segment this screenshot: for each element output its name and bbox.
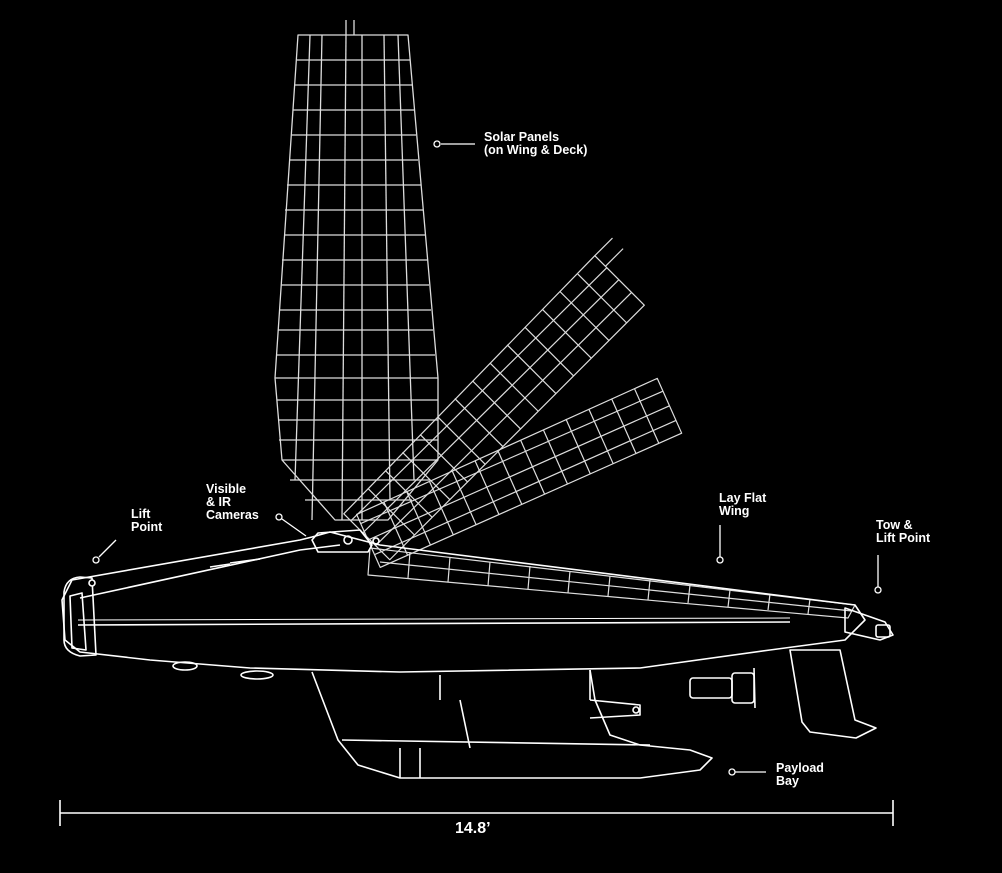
keel	[311, 669, 713, 779]
callout-lay-flat	[716, 525, 724, 564]
label-tow-lift-point: Tow &Lift Point	[876, 518, 931, 545]
wing-shallow	[356, 377, 683, 569]
hull	[61, 529, 866, 680]
callout-tow	[874, 555, 882, 594]
rudder	[789, 649, 877, 739]
label-solar-panels: Solar Panels(on Wing & Deck)	[484, 130, 588, 157]
callout-payload	[728, 768, 766, 776]
callout-cameras	[275, 513, 307, 537]
callout-solar	[433, 140, 475, 148]
callout-lift	[92, 539, 117, 564]
dimension-line	[59, 800, 894, 826]
thruster	[689, 667, 756, 709]
wing-lay-flat	[367, 547, 856, 619]
dimension-label: 14.8’	[455, 820, 491, 837]
wing-steep	[343, 237, 645, 561]
wing-upright	[274, 20, 439, 521]
tow-point	[844, 607, 894, 641]
